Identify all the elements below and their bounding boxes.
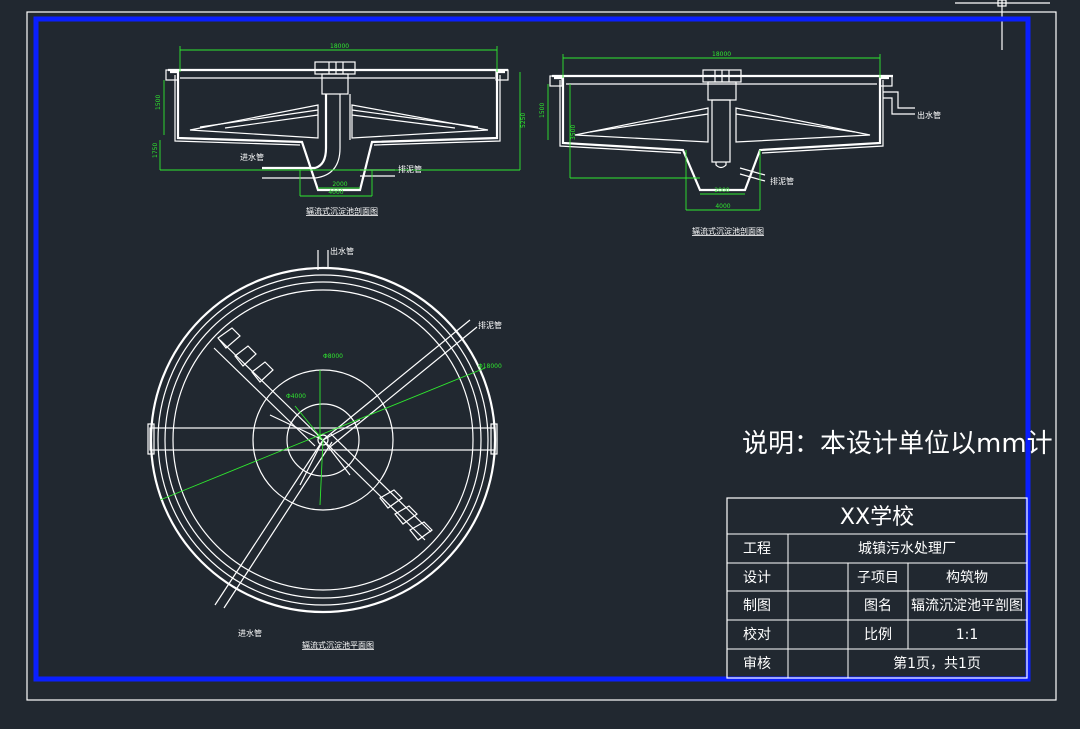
- plan-view: Φ8000 Φ4000 Φ18000 出水管 排泥管 进水管 辐流式沉淀池平面图: [147, 246, 502, 650]
- tb-row-label: 工程: [743, 541, 771, 557]
- plan-title: 辐流式沉淀池平面图: [302, 640, 374, 650]
- plan-inlet-label: 进水管: [238, 628, 262, 638]
- plan-sludge-label: 排泥管: [478, 320, 502, 330]
- tb-scale-label: 比例: [864, 627, 892, 643]
- section-right: 18000 2000 4000 1500 3500 出水管 排泥管 辐流式沉淀池…: [539, 51, 941, 236]
- left-right-dim: 5250: [520, 113, 527, 128]
- outer-frame: [26, 11, 1057, 701]
- tb-row-label: 审核: [743, 656, 771, 672]
- right-side-dim-1: 1500: [539, 103, 546, 118]
- tb-drawing-name-label: 图名: [864, 598, 892, 614]
- right-section-title: 辐流式沉淀池剖面图: [692, 226, 764, 236]
- section-left: 18000 2000 4000 1500 1750 5250 进水管 排泥管 辐…: [152, 43, 527, 216]
- left-inlet-label: 进水管: [240, 152, 264, 162]
- left-bottom-dim-2: 4000: [328, 189, 343, 196]
- tb-row-label: 设计: [743, 570, 771, 586]
- tb-scale-value: 1:1: [956, 627, 979, 643]
- tb-page-value: 第1页，共1页: [893, 655, 981, 672]
- right-side-dim-2: 3500: [570, 125, 577, 140]
- right-bottom-dim-1: 2000: [714, 187, 729, 194]
- title-block: XX学校 工程 城镇污水处理厂 设计 子项目 构筑物 制图 图名 辐流沉淀池平剖…: [726, 497, 1028, 679]
- left-side-dim-1: 1500: [155, 95, 162, 110]
- right-top-dim: 18000: [712, 51, 731, 58]
- left-bottom-dim-1: 2000: [332, 181, 347, 188]
- left-side-dim-2: 1750: [152, 143, 159, 158]
- right-sludge-label: 排泥管: [770, 176, 794, 186]
- tb-school: XX学校: [840, 505, 914, 530]
- left-section-title: 辐流式沉淀池剖面图: [306, 206, 378, 216]
- left-top-dim: 18000: [330, 43, 349, 50]
- right-outlet-label: 出水管: [917, 110, 941, 120]
- right-bottom-dim-2: 4000: [715, 203, 730, 210]
- tb-project-value: 城镇污水处理厂: [858, 541, 956, 557]
- plan-outlet-label: 出水管: [330, 246, 354, 256]
- blue-drawing-frame: [33, 16, 1031, 682]
- plan-dim-outer: Φ18000: [478, 363, 502, 370]
- tb-drawing-name-value: 辐流沉淀池平剖图: [911, 598, 1023, 614]
- plan-dim-inner: Φ4000: [286, 393, 306, 400]
- left-sludge-label: 排泥管: [398, 164, 422, 174]
- cursor-crosshair: [955, 0, 1050, 50]
- tb-row-label: 校对: [743, 626, 771, 643]
- design-note: 说明：本设计单位以mm计: [742, 429, 1053, 459]
- plan-dim-center: Φ8000: [323, 353, 343, 360]
- tb-subproject-label: 子项目: [857, 570, 899, 586]
- tb-row-label: 制图: [743, 598, 771, 614]
- tb-structure-value: 构筑物: [946, 570, 988, 586]
